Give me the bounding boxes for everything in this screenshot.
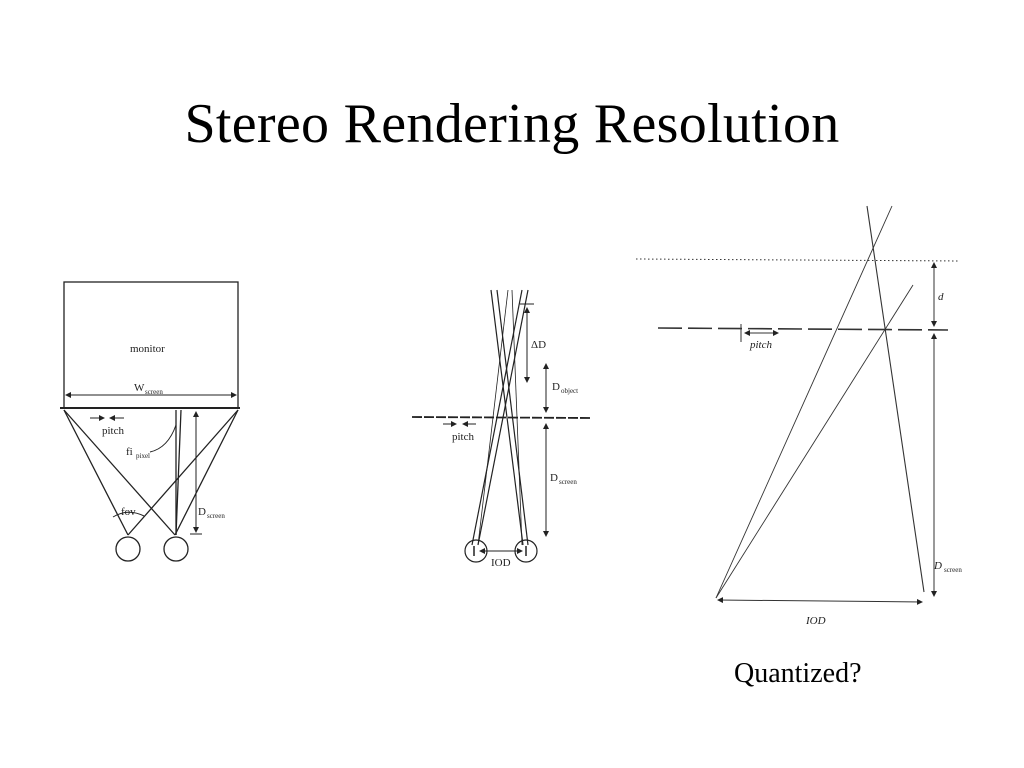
- w-screen-subscript: screen: [145, 388, 163, 396]
- iod-label-right: IOD: [805, 615, 826, 627]
- d-screen-subscript-middle: screen: [559, 478, 577, 486]
- fi-pixel-label: fi: [126, 446, 133, 458]
- screen-line: [411, 416, 593, 419]
- d-screen-subscript-left: screen: [207, 512, 225, 520]
- caption-quantized: Quantized?: [734, 658, 862, 689]
- d-object-label: D: [552, 381, 560, 393]
- pitch-label-right: pitch: [749, 339, 772, 351]
- left-eye: [115, 536, 141, 562]
- iod-label-middle: IOD: [491, 557, 511, 569]
- quantized-depth-figure: [635, 205, 961, 605]
- w-screen-label: W: [134, 382, 145, 394]
- fi-pixel-subscript: pixel: [136, 452, 150, 460]
- monitor-label: monitor: [130, 343, 165, 355]
- delta-d-label: ΔD: [531, 339, 546, 351]
- right-eye: [163, 536, 189, 562]
- pitch-label-left: pitch: [102, 425, 124, 437]
- d-screen-label-left: D: [198, 506, 206, 518]
- d-object-subscript: object: [561, 387, 578, 395]
- pitch-label-middle: pitch: [452, 431, 474, 443]
- d-label: d: [938, 291, 944, 303]
- depth-resolution-figure: [411, 289, 593, 563]
- fov-label: fov: [121, 506, 136, 518]
- d-screen-label-middle: D: [550, 472, 558, 484]
- d-screen-subscript-right: screen: [944, 566, 962, 574]
- monitor-viewing-figure: [60, 281, 240, 562]
- object-plane-line: [635, 258, 961, 262]
- d-screen-label-right: D: [933, 560, 942, 572]
- slide-title: Stereo Rendering Resolution: [184, 93, 840, 155]
- screen-plane-line: [657, 327, 949, 331]
